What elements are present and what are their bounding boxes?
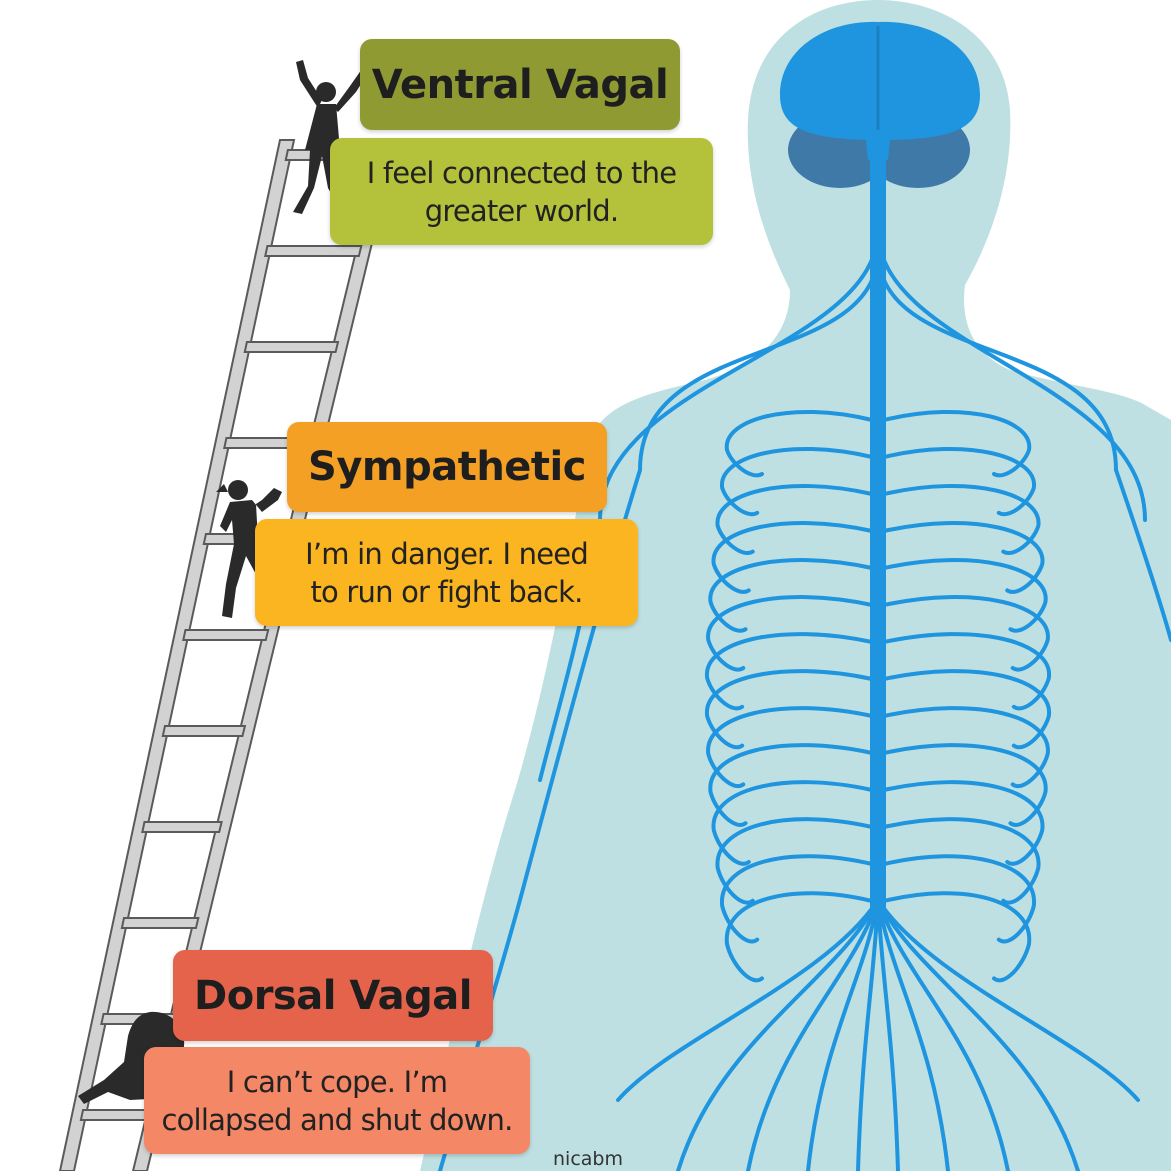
ladder-rung [120, 917, 200, 929]
nerve-branch [746, 898, 880, 1171]
dorsal-vagal-line-1: I can’t cope. I’m [226, 1064, 448, 1099]
nerve-branch [876, 898, 950, 1171]
nerve-branch [638, 248, 880, 472]
sympathetic-line-2: to run or fight back. [310, 574, 583, 609]
ventral-vagal-description-box: I feel connected to the greater world. [330, 138, 713, 245]
rib-nerve-left [705, 669, 874, 750]
ladder-rung [182, 629, 270, 641]
ventral-vagal-line-1: I feel connected to the [366, 155, 677, 190]
nerve-branch [876, 898, 1140, 1102]
ladder-rung [243, 341, 340, 353]
ladder-rail-left [58, 139, 296, 1171]
rib-nerve-right [882, 558, 1048, 633]
rib-nerve-left [706, 595, 874, 672]
nerve-branch [876, 898, 1010, 1171]
nerve-branch [876, 898, 1080, 1171]
sympathetic-title: Sympathetic [308, 444, 586, 490]
rib-nerve-right [882, 669, 1051, 750]
rib-nerve-left [724, 409, 874, 478]
rib-nerve-left [711, 780, 874, 866]
ventral-vagal-title-box: Ventral Vagal [360, 39, 680, 130]
nerve-branch [876, 898, 900, 1171]
nerve-branch [876, 248, 1118, 472]
rib-nerve-left [715, 817, 874, 905]
rib-nerve-right [882, 595, 1050, 672]
sympathetic-line-1: I’m in danger. I need [305, 536, 589, 571]
ladder-rung [161, 725, 247, 737]
ladder-rung [79, 1109, 154, 1121]
ventral-vagal-line-2: greater world. [424, 193, 619, 228]
rib-nerve-left [724, 891, 874, 983]
ventral-vagal-title: Ventral Vagal [371, 61, 669, 108]
dorsal-vagal-title-box: Dorsal Vagal [173, 950, 493, 1041]
rib-nerve-right [882, 446, 1036, 517]
rib-nerve-left [715, 484, 874, 555]
nerve-branch [1114, 468, 1171, 642]
rib-nerve-right [882, 409, 1032, 478]
dorsal-vagal-title: Dorsal Vagal [194, 972, 472, 1019]
nerve-branch [876, 228, 1147, 522]
nerve-branch [856, 898, 880, 1171]
sympathetic-title-box: Sympathetic [287, 422, 607, 512]
rib-nerve-right [882, 632, 1051, 711]
rib-nerve-left [705, 632, 874, 711]
nerve-branch [598, 228, 880, 522]
rib-nerve-right [882, 484, 1041, 555]
brain-icon [780, 21, 980, 188]
rib-nerve-right [882, 854, 1036, 944]
dorsal-vagal-description-box: I can’t cope. I’m collapsed and shut dow… [144, 1047, 530, 1154]
rib-nerve-right [882, 743, 1048, 827]
rib-nerve-left [720, 446, 874, 517]
ladder-rung [264, 245, 363, 257]
rib-nerve-right [882, 891, 1032, 983]
rib-nerve-left [711, 521, 874, 594]
human-body-outline [420, 0, 1171, 1171]
ladder-rung [141, 821, 223, 833]
dorsal-vagal-line-2: collapsed and shut down. [161, 1102, 513, 1137]
nerve-branch [806, 898, 880, 1171]
rib-nerve-left [720, 854, 874, 944]
rib-nerve-right [882, 780, 1045, 866]
rib-nerve-left [708, 743, 874, 827]
rib-nerve-left [706, 706, 874, 789]
credit-label: nicabm [553, 1148, 623, 1170]
rib-nerve-right [882, 706, 1050, 789]
sympathetic-description-box: I’m in danger. I need to run or fight ba… [255, 519, 638, 626]
rib-nerve-left [708, 558, 874, 633]
rib-nerve-right [882, 817, 1041, 905]
nerve-branch [616, 898, 880, 1102]
rib-nerve-right [882, 521, 1045, 594]
nerve-branch [676, 898, 880, 1171]
